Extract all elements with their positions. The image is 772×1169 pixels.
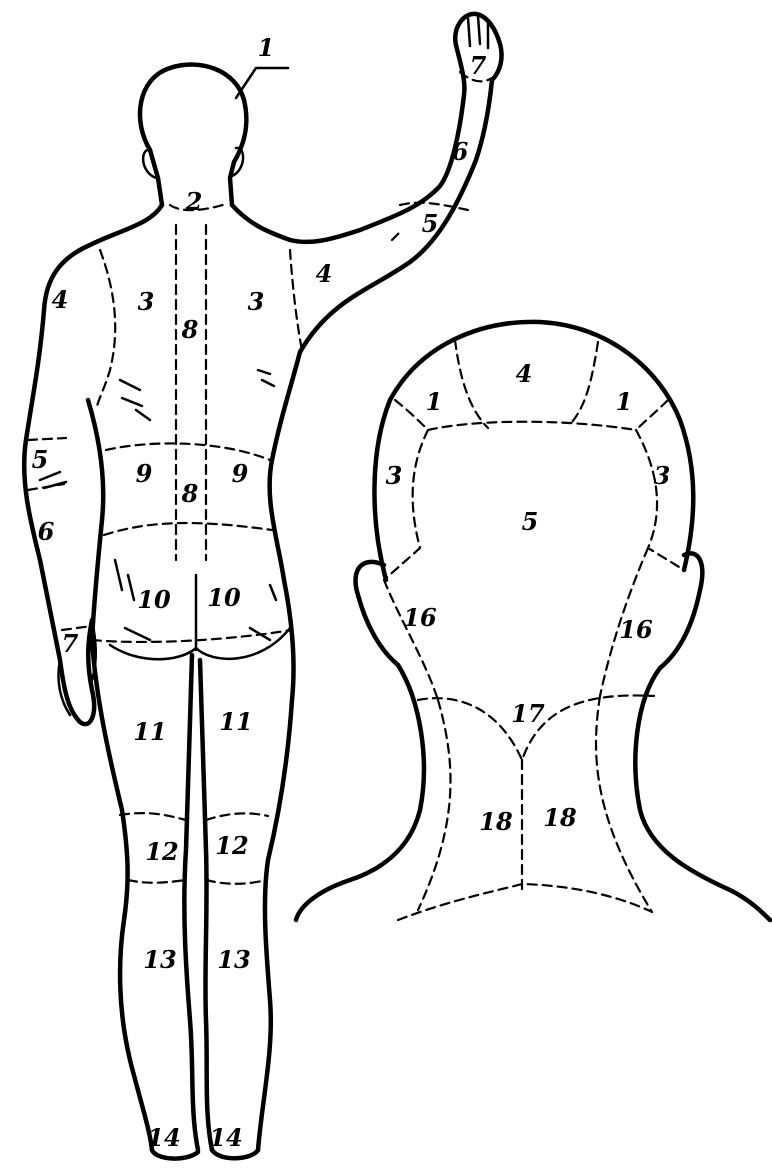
label-calf-left: 13 <box>143 945 176 974</box>
label-elbow-right: 5 <box>422 209 439 238</box>
label-shoulder-left: 4 <box>52 285 69 314</box>
label-scapula-left: 3 <box>138 287 155 316</box>
label-mastoid-left: 16 <box>403 603 437 632</box>
label-heel-left: 14 <box>147 1123 180 1152</box>
label-scapula-right: 3 <box>248 287 265 316</box>
body-right-side <box>258 352 300 1150</box>
label-lumbar-right: 9 <box>232 459 249 488</box>
label-knee-left: 12 <box>145 837 178 866</box>
label-neck-right: 18 <box>543 803 577 832</box>
label-buttock-left: 10 <box>137 585 171 614</box>
label-hand-right: 7 <box>470 51 487 80</box>
label-lumbar-left: 9 <box>136 459 153 488</box>
head-ear-left <box>356 562 398 665</box>
head-figure <box>296 322 770 920</box>
label-mastoid-right: 16 <box>619 615 653 644</box>
label-hand-left: 7 <box>62 629 79 658</box>
label-shoulder-right: 4 <box>316 259 333 288</box>
label-temporal-right: 3 <box>654 461 671 490</box>
label-neck-left: 18 <box>479 807 513 836</box>
label-forearm-left: 6 <box>38 517 55 546</box>
body-inner-left-leg <box>184 655 198 1150</box>
label-neck: 2 <box>185 187 203 216</box>
head-neck-right <box>635 668 770 920</box>
label-thigh-right: 11 <box>219 707 252 736</box>
label-spine-lower: 8 <box>181 479 199 508</box>
body-labels: 1 2 3 3 4 4 5 5 6 6 7 7 8 8 9 9 10 10 11… <box>32 33 487 1152</box>
label-head: 1 <box>258 33 275 62</box>
label-temporal-left: 3 <box>386 461 403 490</box>
label-nape: 17 <box>511 699 545 728</box>
body-head-outline <box>140 65 246 205</box>
label-forearm-right: 6 <box>452 137 469 166</box>
label-occiput: 5 <box>522 507 539 536</box>
label-parietal-right: 1 <box>616 387 633 416</box>
label-calf-right: 13 <box>217 945 250 974</box>
label-spine-upper: 8 <box>181 315 199 344</box>
body-left-flank <box>88 400 152 1150</box>
label-elbow-left: 5 <box>32 445 49 474</box>
body-figure <box>24 14 501 1159</box>
label-heel-right: 14 <box>209 1123 242 1152</box>
head-neck-left <box>296 665 424 920</box>
label-buttock-right: 10 <box>207 583 241 612</box>
label-parietal-left: 1 <box>426 387 443 416</box>
head-ear-right <box>660 553 702 668</box>
label-crown: 4 <box>516 359 533 388</box>
label-knee-right: 12 <box>215 831 248 860</box>
body-inner-right-leg <box>200 660 212 1150</box>
label-thigh-left: 11 <box>133 717 166 746</box>
